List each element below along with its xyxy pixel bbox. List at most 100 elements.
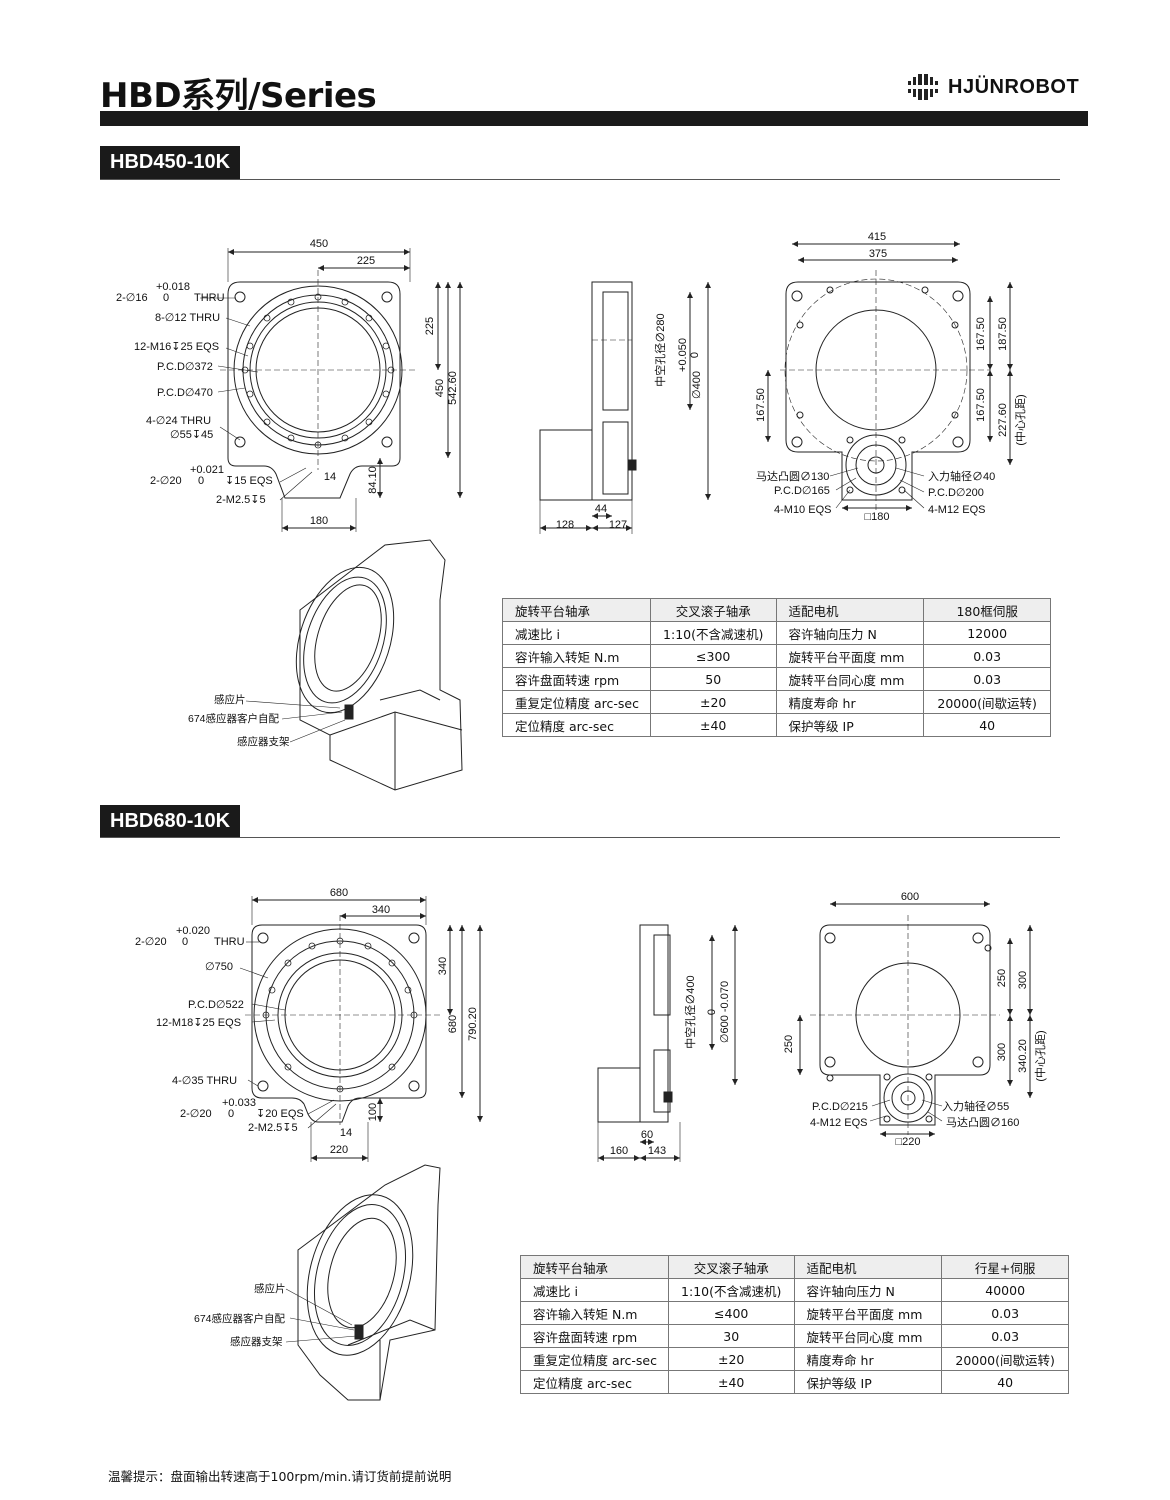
motor-callout: 马达凸圆∅160 — [946, 1116, 1019, 1129]
hole-callout: THRU — [194, 292, 225, 304]
dimension-label: 180 — [310, 515, 328, 527]
dimension-label: 375 — [869, 248, 887, 260]
spec-label: 保护等级 IP — [793, 1370, 943, 1394]
dimension-label: 250 — [996, 969, 1008, 987]
spec-value: 40000 — [941, 1278, 1069, 1302]
dimension-label: 542.60 — [447, 371, 459, 405]
dimension-label: 187.50 — [997, 317, 1009, 351]
brand-logo: HJÜNROBOT — [906, 72, 1079, 102]
dimension-label: 160 — [610, 1145, 628, 1157]
tolerance-label: +0.021 — [190, 464, 224, 476]
spec-value: 交叉滚子轴承 — [667, 1255, 795, 1279]
hole-callout: 2-∅20 — [150, 475, 182, 487]
dimension-label: 225 — [357, 255, 375, 267]
dimension-label: 415 — [868, 231, 886, 243]
frame-callout: □220 — [896, 1136, 921, 1148]
spec-label: 容许盘面转速 rpm — [502, 667, 651, 691]
tolerance-label: 0 — [163, 292, 169, 304]
depth-callout: ↧15 EQS — [225, 475, 273, 487]
dimension-label: 225 — [424, 317, 436, 335]
footnote: 温馨提示：盘面输出转速高于100rpm/min.请订货前提前说明 — [108, 1469, 452, 1484]
thread-callout: 4-M12 EQS — [928, 504, 985, 516]
counterbore-callout: ∅55↧45 — [170, 429, 213, 441]
spec-value: ±40 — [667, 1370, 795, 1394]
spec-label: 精度寿命 hr — [775, 690, 925, 714]
frame-callout: □180 — [865, 511, 890, 523]
dimension-label: 227.60 — [997, 403, 1009, 437]
tolerance-label: +0.018 — [156, 281, 190, 293]
spec-label: 精度寿命 hr — [793, 1347, 943, 1371]
brand-name: HJÜNROBOT — [948, 75, 1080, 98]
sensor-label: 674感应器客户自配 — [194, 1312, 286, 1325]
spec-value: 1:10(不含减速机) — [649, 621, 777, 645]
spec-label: 容许轴向压力 N — [793, 1278, 943, 1302]
spec-label: 容许盘面转速 rpm — [520, 1324, 669, 1348]
dimension-label: 100 — [367, 1103, 379, 1121]
spec-label: 容许轴向压力 N — [775, 621, 925, 645]
spec-value: ±20 — [667, 1347, 795, 1371]
spec-row: 旋转平台轴承交叉滚子轴承适配电机行星+伺服 — [520, 1255, 1069, 1279]
spec-label: 旋转平台平面度 mm — [793, 1301, 943, 1325]
spec-value: 交叉滚子轴承 — [649, 598, 777, 622]
hole-callout: 4-∅35 THRU — [172, 1075, 237, 1087]
pcd-callout: P.C.D∅215 — [812, 1101, 868, 1113]
spec-value: 1:10(不含减速机) — [667, 1278, 795, 1302]
sensor-bracket-label: 感应器支架 — [230, 1335, 283, 1348]
dimension-label: 167.50 — [975, 388, 987, 422]
dimension-label: 790.20 — [467, 1007, 479, 1041]
spec-value: 20000(间歇运转) — [941, 1347, 1069, 1371]
depth-callout: ↧20 EQS — [256, 1108, 304, 1120]
dimension-label: 250 — [783, 1035, 795, 1053]
spec-label: 定位精度 arc-sec — [520, 1370, 669, 1394]
spec-label: 重复定位精度 arc-sec — [502, 690, 651, 714]
dimension-label: 680 — [330, 887, 348, 899]
brand-mark-icon — [908, 74, 938, 100]
spec-value: 0.03 — [941, 1324, 1069, 1348]
hole-callout: 2-∅16 — [116, 292, 148, 304]
pcd-callout: P.C.D∅522 — [188, 999, 244, 1011]
shaft-callout: 入力轴径∅55 — [942, 1099, 1009, 1113]
dimension-label: 84.10 — [367, 466, 379, 494]
dimension-label: 中空孔径∅400 — [683, 975, 697, 1048]
section-divider — [100, 179, 1060, 180]
spec-label: 旋转平台平面度 mm — [775, 644, 925, 668]
dimension-label: 167.50 — [975, 317, 987, 351]
hbd450-isometric-view — [245, 539, 463, 791]
spec-label: 重复定位精度 arc-sec — [520, 1347, 669, 1371]
spec-value: 12000 — [923, 621, 1051, 645]
motor-callout: 马达凸圆∅130 — [756, 470, 829, 483]
thread-callout: 12-M18↧25 EQS — [156, 1017, 241, 1029]
hbd680-front-view — [239, 896, 483, 1162]
thread-callout: 12-M16↧25 EQS — [134, 341, 219, 353]
dimension-label: 340 — [437, 957, 449, 975]
dimension-label: ∅400 — [691, 371, 703, 399]
dimension-label: 14 — [340, 1127, 352, 1139]
hbd680-side-view — [597, 924, 738, 1162]
section-title-hbd450: HBD450-10K — [100, 146, 241, 179]
dimension-label: 0 — [706, 1009, 718, 1015]
spec-value: 180框伺服 — [923, 598, 1051, 622]
spec-label: 旋转平台轴承 — [520, 1255, 669, 1279]
dimension-label: 中空孔径∅280 — [653, 313, 667, 386]
tolerance-label: +0.020 — [176, 925, 210, 937]
thread-callout: 2-M2.5↧5 — [216, 494, 266, 506]
spec-label: 旋转平台轴承 — [502, 598, 651, 622]
dimension-label: 14 — [324, 471, 336, 483]
sensor-plate-label: 感应片 — [254, 1282, 286, 1295]
header-rule — [100, 111, 1088, 126]
dimension-label: 300 — [1017, 971, 1029, 989]
tolerance-label: 0 — [182, 936, 188, 948]
dimension-label: 127 — [609, 519, 627, 531]
pcd-callout: P.C.D∅200 — [928, 487, 984, 499]
dimension-label: 143 — [648, 1145, 666, 1157]
hbd450-side-view — [539, 281, 711, 534]
dimension-label: 340 — [372, 904, 390, 916]
